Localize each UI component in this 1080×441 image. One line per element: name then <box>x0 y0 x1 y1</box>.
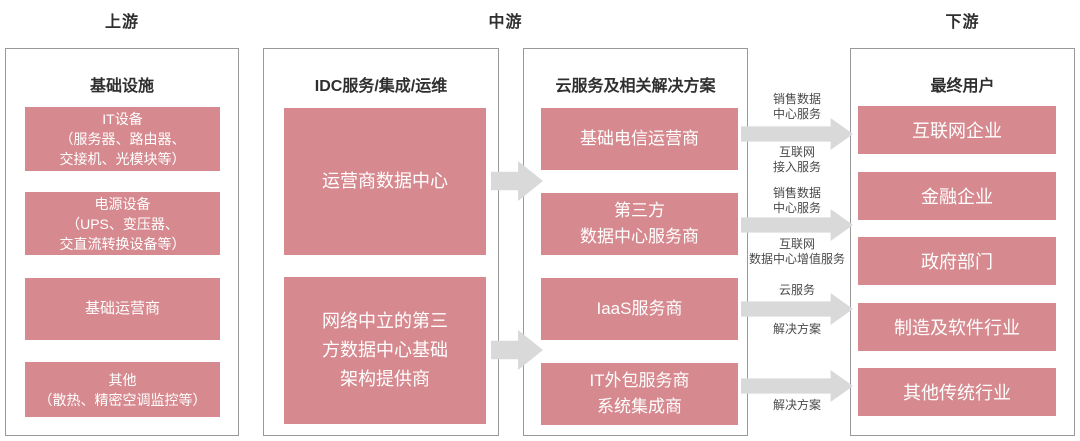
stage-label-downstream: 下游 <box>945 14 980 31</box>
column-title-infrastructure: 基础设施 <box>89 78 154 95</box>
node-other-equipment: 其他 （散热、精密空调监控等） <box>25 362 220 417</box>
flow-label-cloud-services: 云服务 <box>778 283 815 297</box>
node-internet-companies: 互联网企业 <box>858 106 1056 154</box>
node-power-equipment: 电源设备 （UPS、变压器、 交直流转换设备等） <box>25 192 220 255</box>
flow-label-idc-value-added: 互联网 数据中心增值服务 <box>748 237 845 266</box>
node-third-party-dc-providers: 第三方 数据中心服务商 <box>541 193 738 255</box>
node-other-traditional: 其他传统行业 <box>858 368 1056 416</box>
flow-label-solutions-1: 解决方案 <box>772 322 821 336</box>
flow-label-sell-dc-services-1: 销售数据 中心服务 <box>772 92 821 121</box>
flow-label-solutions-2: 解决方案 <box>772 398 821 412</box>
node-iaas-providers: IaaS服务商 <box>541 278 738 340</box>
stage-label-upstream: 上游 <box>104 14 139 31</box>
node-it-outsourcing-integrators: IT外包服务商 系统集成商 <box>541 363 738 425</box>
node-financial-companies: 金融企业 <box>858 172 1056 220</box>
node-basic-telecom-operators: 基础电信运营商 <box>541 108 738 170</box>
node-basic-carriers: 基础运营商 <box>25 278 220 340</box>
column-title-cloud-services: 云服务及相关解决方案 <box>555 78 716 95</box>
node-neutral-third-party-idc: 网络中立的第三 方数据中心基础 架构提供商 <box>284 277 486 424</box>
node-government-departments: 政府部门 <box>858 237 1056 285</box>
node-carrier-data-center: 运营商数据中心 <box>284 108 486 255</box>
node-it-equipment: IT设备 （服务器、路由器、 交接机、光模块等） <box>25 107 220 171</box>
column-title-end-users: 最终用户 <box>930 78 995 95</box>
flow-label-sell-dc-services-2: 销售数据 中心服务 <box>772 186 821 215</box>
node-manufacturing-software: 制造及软件行业 <box>858 303 1056 351</box>
column-title-idc-services: IDC服务/集成/运维 <box>314 78 448 95</box>
stage-label-midstream: 中游 <box>488 14 523 31</box>
flow-label-internet-access: 互联网 接入服务 <box>772 145 821 174</box>
